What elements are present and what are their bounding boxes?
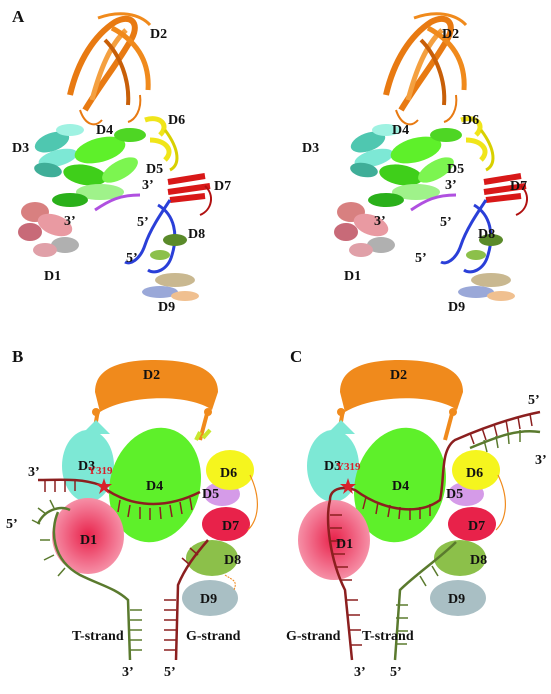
label-5prime-bottom-b: 5’ [164,665,176,680]
label-d6-right: D6 [462,113,479,128]
label-g-strand-c: G-strand [286,629,341,644]
label-d7-left: D7 [214,179,231,194]
domain-d9-shape-c [430,580,486,616]
domain-d1-shape-c [298,500,370,580]
schematic-c [298,360,541,661]
domain-d6-shape [206,450,254,490]
panel-label-b: B [12,347,23,366]
domain-d2-ribbon [67,12,152,126]
label-d7-c: D7 [468,519,485,534]
label-y319-c: Y319 [336,461,361,473]
domain-d6-ribbon [144,116,179,172]
domain-d2-shape [95,360,218,412]
label-3prime-a-left: 3’ [142,178,154,193]
label-y319-b: Y319 [88,465,113,477]
label-d3-left: D3 [12,141,29,156]
label-5prime-bottom-c: 5’ [390,665,402,680]
label-d1-right: D1 [344,269,361,284]
label-d8-right: D8 [478,227,495,242]
panel-label-a: A [12,7,25,26]
label-d1-left: D1 [44,269,61,284]
label-d9-left: D9 [158,300,175,315]
label-d7-right: D7 [510,179,527,194]
label-d6-b: D6 [220,466,237,481]
y319-star-icon [96,478,112,494]
label-d3-c: D3 [324,459,341,474]
domain-d3-ribbon [34,124,84,178]
label-3prime-bottom-c: 3’ [354,665,366,680]
domain-d4-ribbon [52,128,146,207]
label-d2-c: D2 [390,368,407,383]
schematic-b [31,360,258,661]
label-d3-b: D3 [78,459,95,474]
domain-d8-d9-ribbon [142,234,199,301]
label-d4-c: D4 [392,479,409,494]
label-d9-right: D9 [448,300,465,315]
domain-d6-shape-c [452,450,500,490]
domain-d9-shape [182,580,238,616]
domain-d7-ribbon [167,173,212,216]
label-t-strand-c: T-strand [362,629,414,644]
label-d4-right: D4 [392,123,409,138]
label-d6-c: D6 [466,466,483,481]
label-t-strand-b: T-strand [72,629,124,644]
label-d1-b: D1 [80,533,97,548]
label-g-strand-b: G-strand [186,629,241,644]
label-d5-right: D5 [447,162,464,177]
label-5prime-b-left: 5’ [126,251,138,266]
domain-d2-shape-c [340,360,463,412]
label-3prime-bottom-b: 3’ [122,665,134,680]
domain-d7-shape [202,507,250,541]
ribbon-structure-right [334,14,527,301]
label-3prime-right-c: 3’ [535,453,547,468]
label-d8-left: D8 [188,227,205,242]
panel-label-c: C [290,347,302,366]
label-d6-left: D6 [168,113,185,128]
domain-d4-shape-c [354,427,446,543]
label-5prime-left-b: 5’ [6,517,18,532]
label-d2-left: D2 [150,27,167,42]
label-d7-b: D7 [222,519,239,534]
ribbon-structure-left [18,12,212,301]
label-d4-b: D4 [146,479,163,494]
domain-d4-shape [109,427,201,543]
label-d1-c: D1 [336,537,353,552]
label-5prime-a-left: 5’ [137,215,149,230]
label-d3-right: D3 [302,141,319,156]
label-3prime-a-right: 3’ [445,178,457,193]
label-3prime-top-b: 3’ [28,465,40,480]
label-3prime-b-left: 3’ [64,214,76,229]
label-d8-b: D8 [224,553,241,568]
domain-d1-shape [52,498,124,574]
label-d9-c: D9 [448,592,465,607]
label-d2-b: D2 [143,368,160,383]
domain-d7-shape-c [448,507,496,541]
domain-d1-ribbon [18,202,79,257]
label-d5-left: D5 [146,162,163,177]
label-d5-b: D5 [202,487,219,502]
label-3prime-b-right: 3’ [374,214,386,229]
label-d4-left: D4 [96,123,113,138]
label-d8-c: D8 [470,553,487,568]
dna-ribbon [94,193,177,274]
y319-star-icon-c [340,478,356,494]
label-5prime-b-right: 5’ [415,251,427,266]
label-d2-right: D2 [442,27,459,42]
label-5prime-a-right: 5’ [440,215,452,230]
label-d5-c: D5 [446,487,463,502]
label-d9-b: D9 [200,592,217,607]
label-5prime-top-c: 5’ [528,393,540,408]
